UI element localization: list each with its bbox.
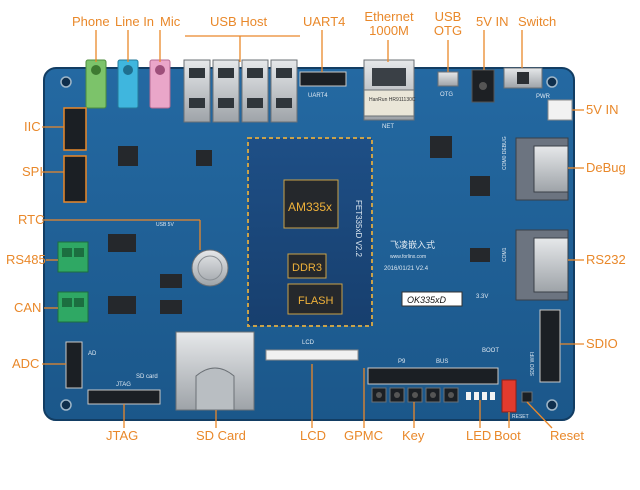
adc-header [65,341,83,389]
usb-host-ports [183,59,298,123]
ic-chip [160,274,182,288]
ddr-label: DDR3 [292,262,322,274]
net-silk: NET [382,124,394,130]
sdio-silk: SDIO WIFI [530,352,536,376]
label-debug: DeBug [586,160,626,175]
ic-chip [108,234,136,252]
mounting-hole [546,76,558,88]
label-jtag: JTAG [106,428,139,443]
ic-chip [160,300,182,314]
label-boot: Boot [494,428,521,443]
label-5v-in-top: 5V IN [476,14,509,29]
label-5v-in-right: 5V IN [586,102,619,117]
uart4-silk: UART4 [308,93,328,99]
label-iic: IIC [24,119,41,134]
label-sdio: SDIO [586,336,618,351]
label-led: LED [466,428,492,443]
ic-chip [470,248,490,262]
mounting-hole [60,76,72,88]
label-lcd: LCD [300,428,327,443]
module-date: 2016/01/21 V2.4 [384,266,429,272]
label-rtc: RTC [18,212,45,227]
ic-chip [470,176,490,196]
reset-silk: RESET [512,414,529,420]
label-gpmc: GPMC [344,428,383,443]
phone-jack-hole [91,65,101,75]
jtag-header [87,389,161,405]
v33-silk: 3.3V [476,294,488,300]
usb5v-silk: USB 5V [156,222,174,228]
label-adc: ADC [12,356,40,371]
boot-switch [501,379,517,413]
label-line-in: Line In [115,14,155,29]
label-rs485: RS485 [6,252,46,267]
label-ethernet-sub: 1000M [369,23,409,38]
gpmc-header [367,367,499,385]
ad-silk: AD [88,351,97,357]
ic-chip [196,150,212,166]
rtc-battery [191,249,229,287]
ddr-chip [287,253,327,279]
boot-silk: BOOT [482,348,499,354]
lcd-silk: LCD [302,340,315,346]
com0-silk: COM0 DEBUG [502,136,508,170]
board-name-plate [401,291,463,307]
board-name: OK335xD [407,295,447,305]
label-ethernet: Ethernet [364,9,414,24]
pwr-silk: PWR [536,94,551,100]
sdio-header [539,309,561,383]
reset-button [521,391,533,403]
cpu-chip [283,179,339,229]
cpu-label: AM335x [288,200,332,214]
iic-header [63,107,87,151]
com1-silk: COM1 [502,247,508,262]
label-sd-card: SD Card [196,428,246,443]
label-phone: Phone [72,14,110,29]
bus-silk: BUS [436,359,448,365]
ic-chip [430,136,452,158]
flash-label: FLASH [298,295,334,307]
uart4-header [299,71,347,87]
label-switch: Switch [518,14,557,29]
debug-db9 [515,137,569,201]
lcd-connector [265,349,359,361]
sdcard-silk: SD card [136,374,158,380]
label-uart4: UART4 [303,14,346,29]
module-name: FET335xD V2.2 [354,200,363,257]
rs232-db9 [515,229,569,301]
mounting-hole [60,399,72,411]
label-usb-otg-1: USB [434,9,462,24]
usb-otg-port [437,71,459,87]
label-mic: Mic [160,14,181,29]
led-row [466,392,495,400]
brand-name: 飞凌嵌入式 [390,239,435,251]
power-connector-right [547,99,573,121]
label-usb-host: USB Host [210,14,268,29]
label-spi: SPI [22,164,43,179]
p9-silk: P9 [398,359,406,365]
callout-lines [42,30,584,429]
key-buttons [371,387,459,403]
mic-jack-hole [155,65,165,75]
label-rs232: RS232 [586,252,626,267]
spi-header [63,155,87,203]
ic-chip [108,296,136,314]
brand-url: www.forlinx.com [390,254,426,260]
flash-chip [287,283,343,315]
label-key: Key [402,428,425,443]
label-reset: Reset [550,428,584,443]
ic-chip [118,146,138,166]
jtag-silk: JTAG [116,382,131,388]
otg-silk: OTG [440,92,453,98]
magnetics-label: HanRun HR911130C [369,97,416,103]
label-usb-otg-2: OTG [433,23,463,38]
line-in-jack-hole [123,65,133,75]
mounting-hole [546,399,558,411]
label-can: CAN [14,300,42,315]
